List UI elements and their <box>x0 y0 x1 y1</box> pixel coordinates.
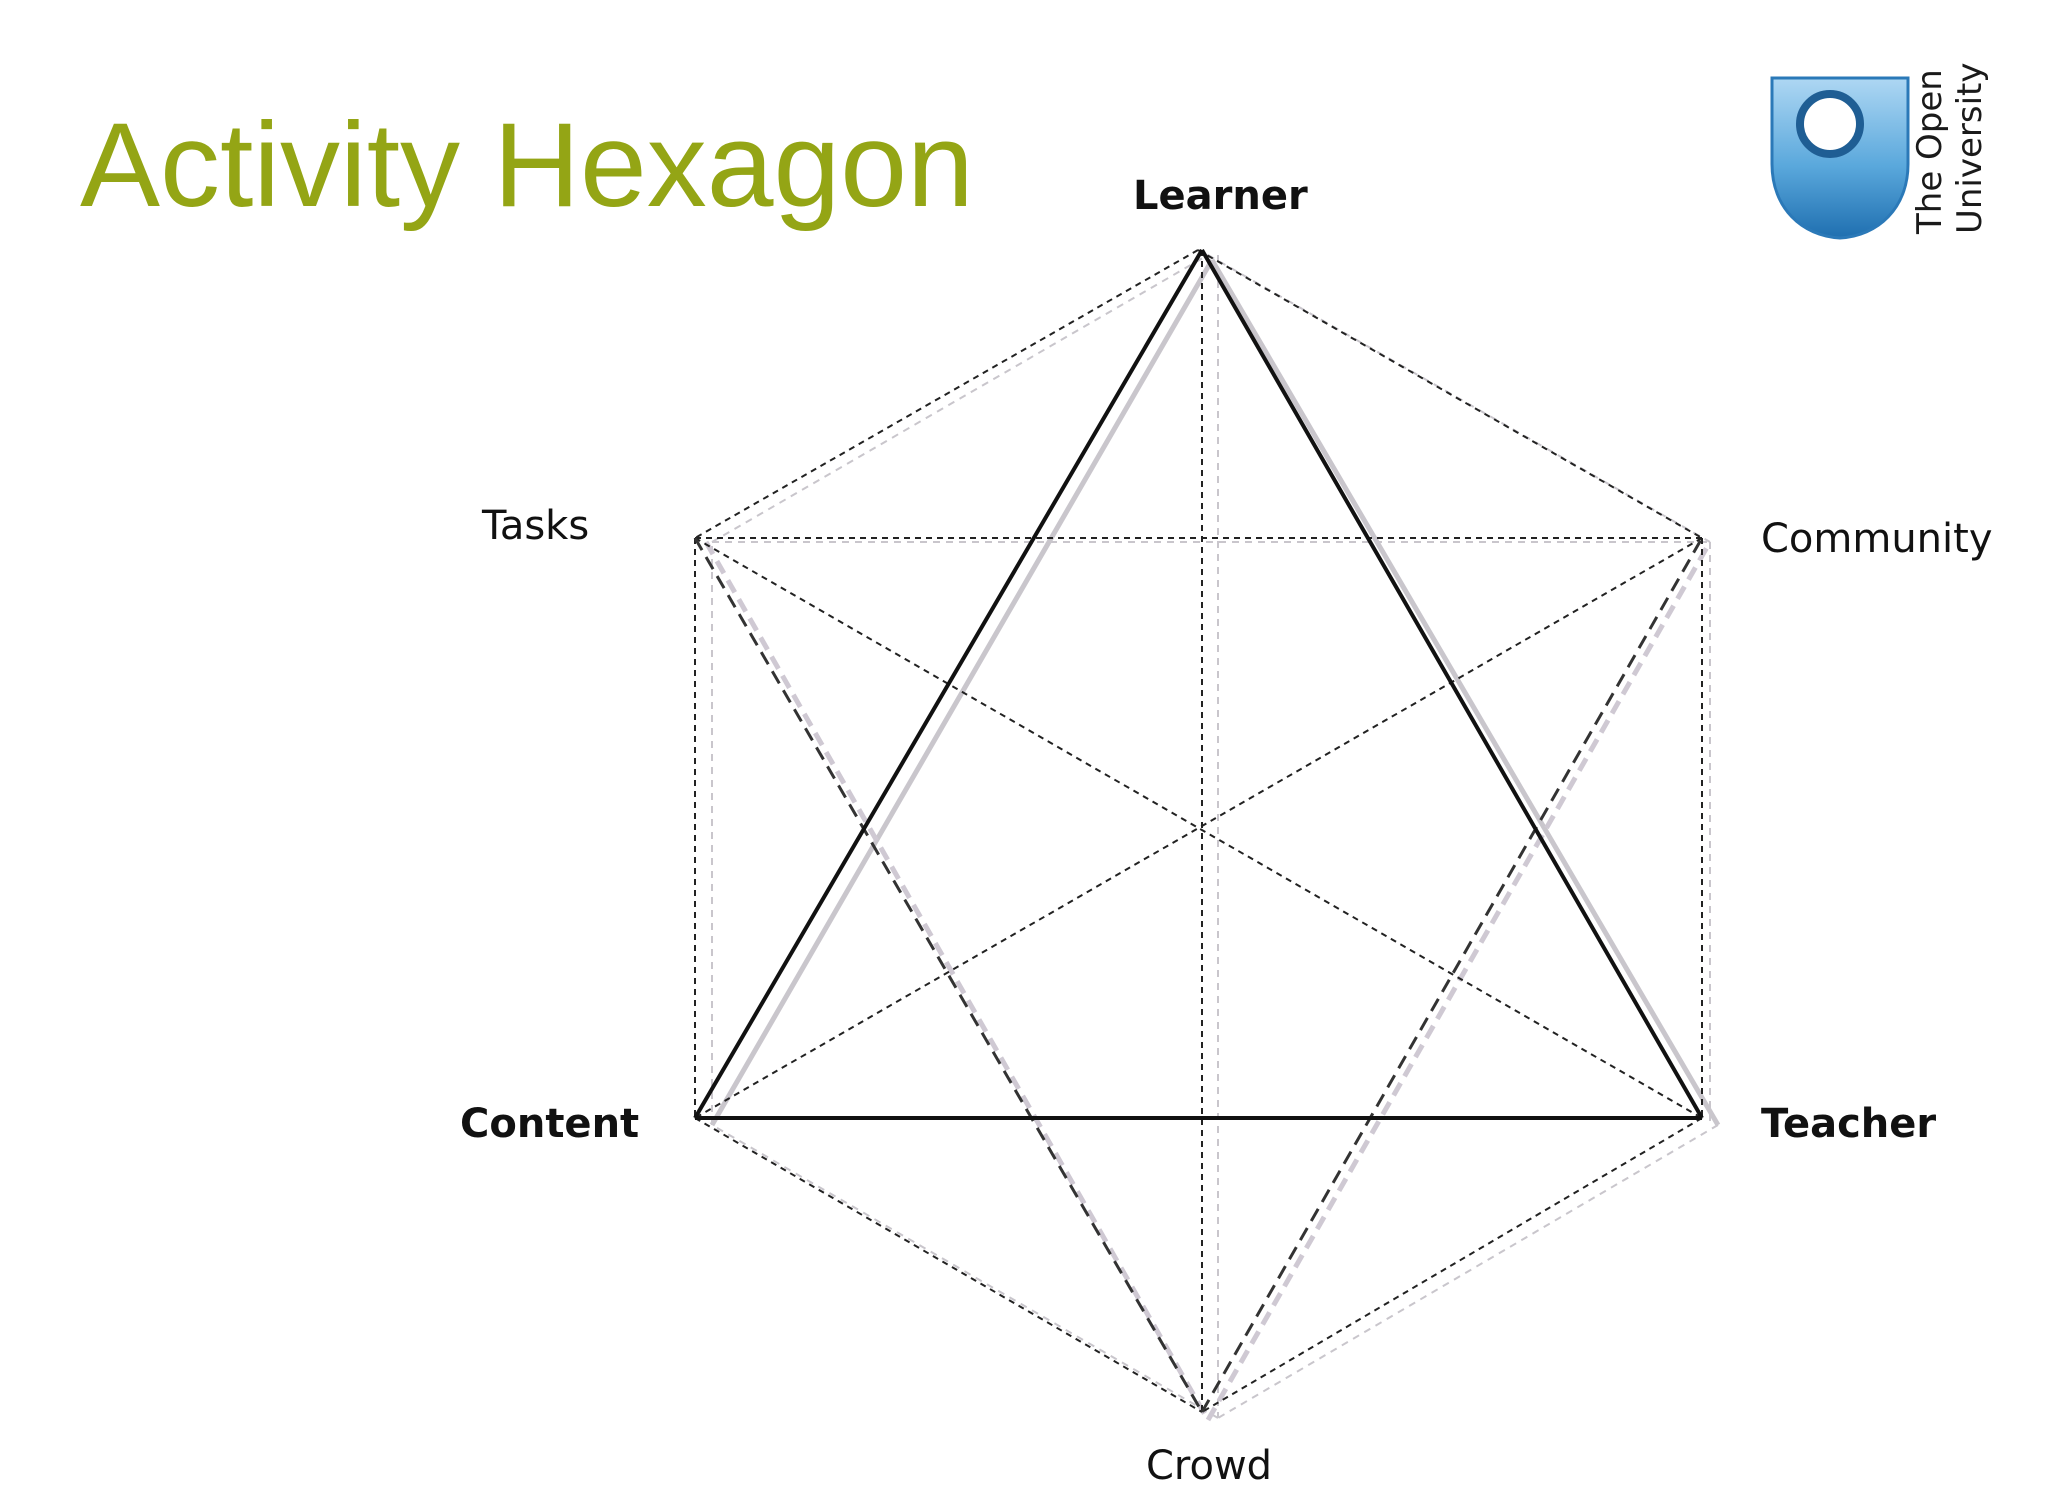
node-learner-label: Learner <box>1133 173 1308 219</box>
echo-lines <box>711 254 1719 1419</box>
open-university-logo: The Open University <box>1770 62 2010 246</box>
node-crowd-label: Crowd <box>1146 1443 1273 1489</box>
echo-secondary <box>703 540 1713 1422</box>
slide-title: Activity Hexagon <box>80 98 974 232</box>
diagonal-connectors <box>694 250 1703 1412</box>
node-teacher-label: Teacher <box>1761 1101 1937 1147</box>
hexagon-outline <box>694 249 1703 1413</box>
node-tasks-label: Tasks <box>482 503 590 549</box>
node-content-label: Content <box>460 1101 640 1147</box>
node-community-label: Community <box>1761 516 1993 562</box>
echo-triangle <box>709 258 1721 1127</box>
primary-triangle <box>693 248 1704 1120</box>
secondary-triangle <box>693 537 1704 1413</box>
shield-logo-icon <box>1770 76 1910 240</box>
